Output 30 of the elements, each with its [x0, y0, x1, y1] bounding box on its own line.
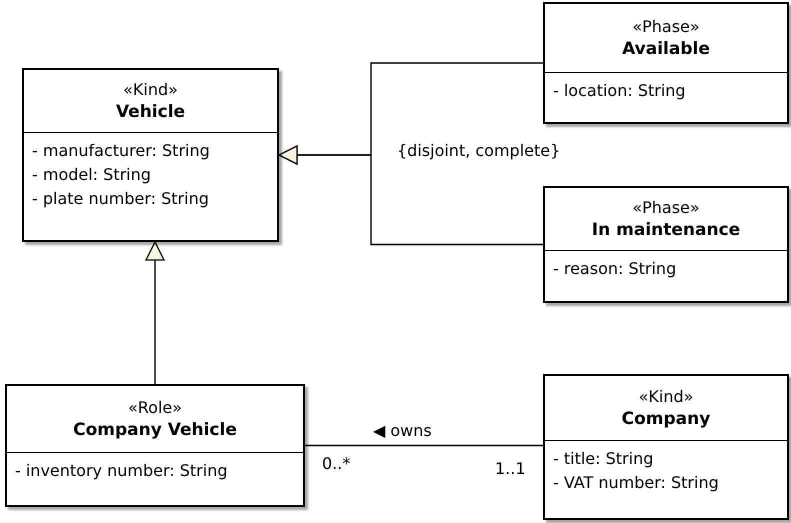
generalization-arrow	[278, 145, 543, 246]
attribute-text: - model: String	[32, 164, 151, 186]
attribute-text: - VAT number: String	[553, 472, 719, 494]
multiplicity-label: 0..*	[322, 456, 350, 472]
stereotype-label: «Kind»	[123, 79, 178, 101]
class-name: Vehicle	[116, 101, 186, 123]
class-name: Company Vehicle	[73, 419, 237, 441]
attribute-text: - manufacturer: String	[32, 140, 210, 162]
attribute-text: - inventory number: String	[15, 460, 228, 482]
class-box	[22, 68, 279, 242]
attribute-text: - plate number: String	[32, 188, 209, 210]
class-name: In maintenance	[592, 219, 740, 241]
stereotype-label: «Phase»	[632, 197, 700, 219]
edge-label: ◀ owns	[371, 422, 434, 438]
class-name: Company	[622, 408, 710, 430]
stereotype-label: «Kind»	[638, 386, 694, 408]
stereotype-label: «Role»	[128, 397, 182, 419]
constraint-label: {disjoint, complete}	[397, 143, 560, 159]
association-line	[305, 444, 543, 446]
stereotype-label: «Phase»	[632, 16, 700, 38]
attribute-text: - location: String	[553, 80, 686, 102]
multiplicity-label: 1..1	[495, 461, 526, 477]
class-name: Available	[622, 38, 710, 60]
attribute-text: - title: String	[553, 448, 654, 470]
generalization-arrow	[145, 241, 165, 384]
class-box	[543, 374, 789, 520]
attribute-text: - reason: String	[553, 258, 676, 280]
class-box	[543, 2, 789, 124]
class-box	[543, 186, 789, 303]
class-box	[5, 384, 305, 507]
